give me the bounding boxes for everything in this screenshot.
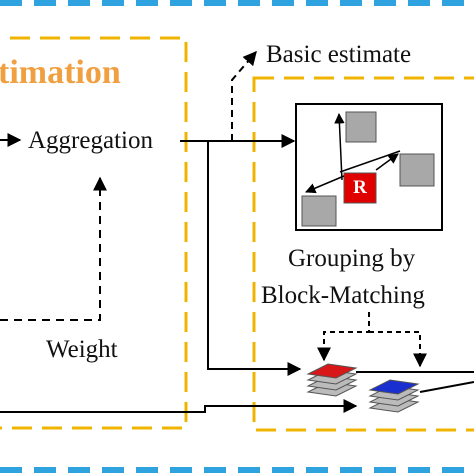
estimation-panel-frame [0,36,188,430]
matched-block-bottom-left [301,195,337,227]
weight-feedback-arrow [0,176,107,321]
basic-estimate-arrow [231,50,257,141]
to-blue-stack-line [0,399,358,413]
matched-block-right [399,153,435,187]
matched-block-top [345,111,377,143]
match-arrow-right [375,153,399,171]
panel-title: timation [0,54,121,91]
match-arrow-down-left [305,175,345,194]
match-arrow-up [334,112,345,181]
grouping-panel-frame [252,76,474,432]
basic-estimate-label: Basic estimate [266,41,412,68]
reference-block [343,172,377,204]
match-arrow-diagonal [339,150,401,173]
to-red-stack-line [207,141,302,376]
grouping-arrow-left [317,312,370,362]
reference-block-letter: R [353,177,367,198]
grouping-label-line2: Block-Matching [261,282,425,309]
blue-block-stack [368,379,420,413]
grouping-arrow-right [369,331,427,368]
weight-label: Weight [46,336,118,363]
grouping-label-line1: Grouping by [288,245,416,272]
blue-stack-output-line [419,381,474,393]
aggregation-label: Aggregation [28,127,153,154]
red-block-stack [306,363,358,397]
